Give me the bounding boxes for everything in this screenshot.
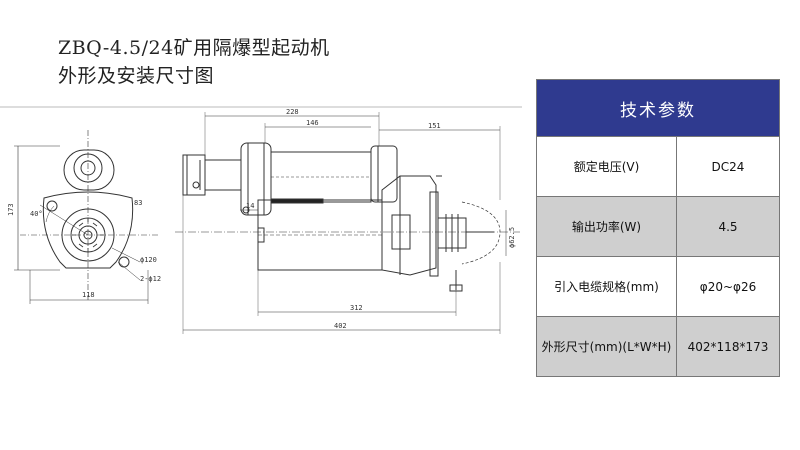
dim-phi120: ϕ120 [140,256,157,264]
dim-151: 151 [428,122,441,130]
dim-118: 118 [82,291,95,299]
spec-row-voltage: 额定电压(V) DC24 [536,136,780,197]
spec-label-power: 输出功率(W) [536,196,677,257]
spec-table-header: 技术参数 [536,79,780,137]
spec-row-power: 输出功率(W) 4.5 [536,196,780,257]
spec-row-dimensions: 外形尺寸(mm)(L*W*H) 402*118*173 [536,316,780,377]
drawing-subtitle: 外形及安装尺寸图 [58,65,215,87]
spec-value-voltage: DC24 [676,136,780,197]
end-view [14,130,160,304]
dim-40-deg: 40° [30,210,43,218]
spec-value-dimensions: 402*118*173 [676,316,780,377]
dim-phi-pinion: ϕ62.5 [508,227,516,248]
drawing-title: ZBQ-4.5/24矿用隔爆型起动机 [58,37,330,59]
dim-312: 312 [350,304,363,312]
spec-label-dimensions: 外形尺寸(mm)(L*W*H) [536,316,677,377]
spec-value-cable: φ20~φ26 [676,256,780,317]
spec-label-voltage: 额定电压(V) [536,136,677,197]
dim-146: 146 [306,119,319,127]
dim-402: 402 [334,322,347,330]
spec-value-power: 4.5 [676,196,780,257]
spec-label-cable: 引入电缆规格(mm) [536,256,677,317]
spec-table: 技术参数 额定电压(V) DC24 输出功率(W) 4.5 引入电缆规格(mm)… [536,79,780,377]
dim-2-phi12: 2-ϕ12 [140,275,161,283]
dim-228: 228 [286,108,299,116]
spec-row-cable: 引入电缆规格(mm) φ20~φ26 [536,256,780,317]
dim-14: 14 [246,202,254,210]
dim-173: 173 [7,203,15,216]
dim-83: 83 [134,199,142,207]
side-view [175,112,520,334]
